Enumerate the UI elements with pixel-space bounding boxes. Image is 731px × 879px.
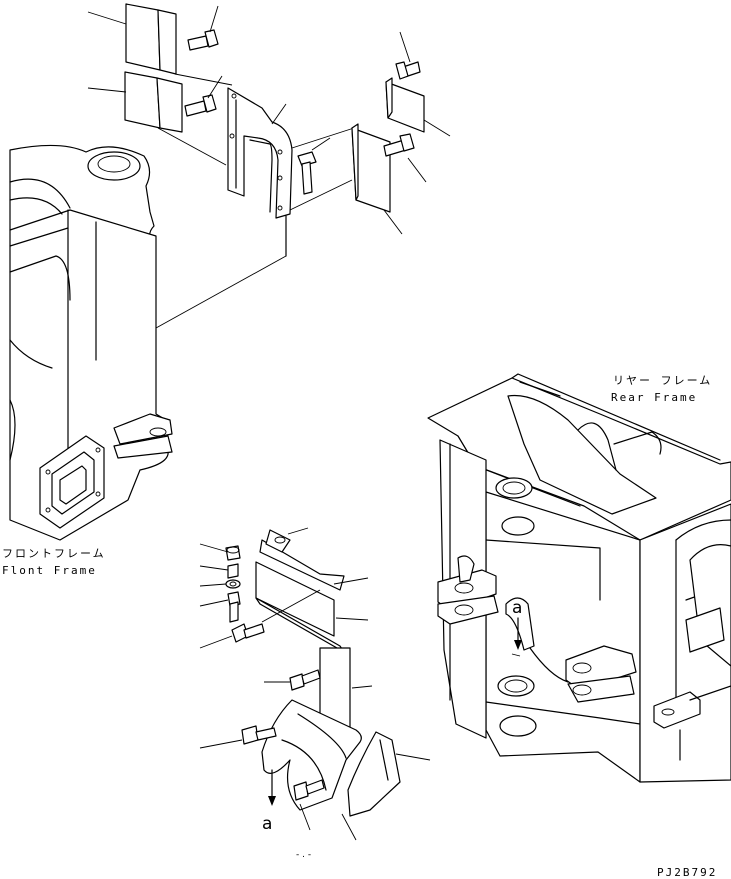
rear-frame-label-jp: リヤー フレーム — [613, 374, 713, 387]
drawing-code: PJ2B792 — [657, 866, 718, 879]
top-bracket-assembly — [87, 3, 451, 400]
nut-icon — [225, 545, 241, 561]
bolt-icon — [184, 94, 217, 117]
bolt-icon — [187, 29, 219, 51]
bolt-icon — [383, 133, 415, 157]
collar-icon — [227, 563, 239, 579]
bottom-marks: - . - — [296, 850, 312, 860]
rear-frame-label-en: Rear Frame — [611, 391, 698, 404]
bolt-icon — [289, 669, 321, 691]
front-frame-label-jp: フロントフレーム — [2, 547, 106, 560]
bolt-icon — [227, 591, 241, 623]
bolt-icon — [241, 725, 277, 745]
rear-frame — [427, 373, 731, 783]
bolt-icon — [297, 151, 317, 195]
bolt-icon — [293, 779, 325, 801]
view-a-label-front: a — [262, 814, 273, 834]
view-a-label-rear: a — [512, 598, 523, 618]
bolt-icon — [231, 623, 265, 643]
front-frame — [9, 144, 173, 541]
bolt-icon — [395, 61, 421, 80]
lower-cover-assembly — [199, 527, 431, 841]
washer-icon — [225, 579, 241, 589]
front-frame-label-en: Flont Frame — [2, 564, 97, 577]
